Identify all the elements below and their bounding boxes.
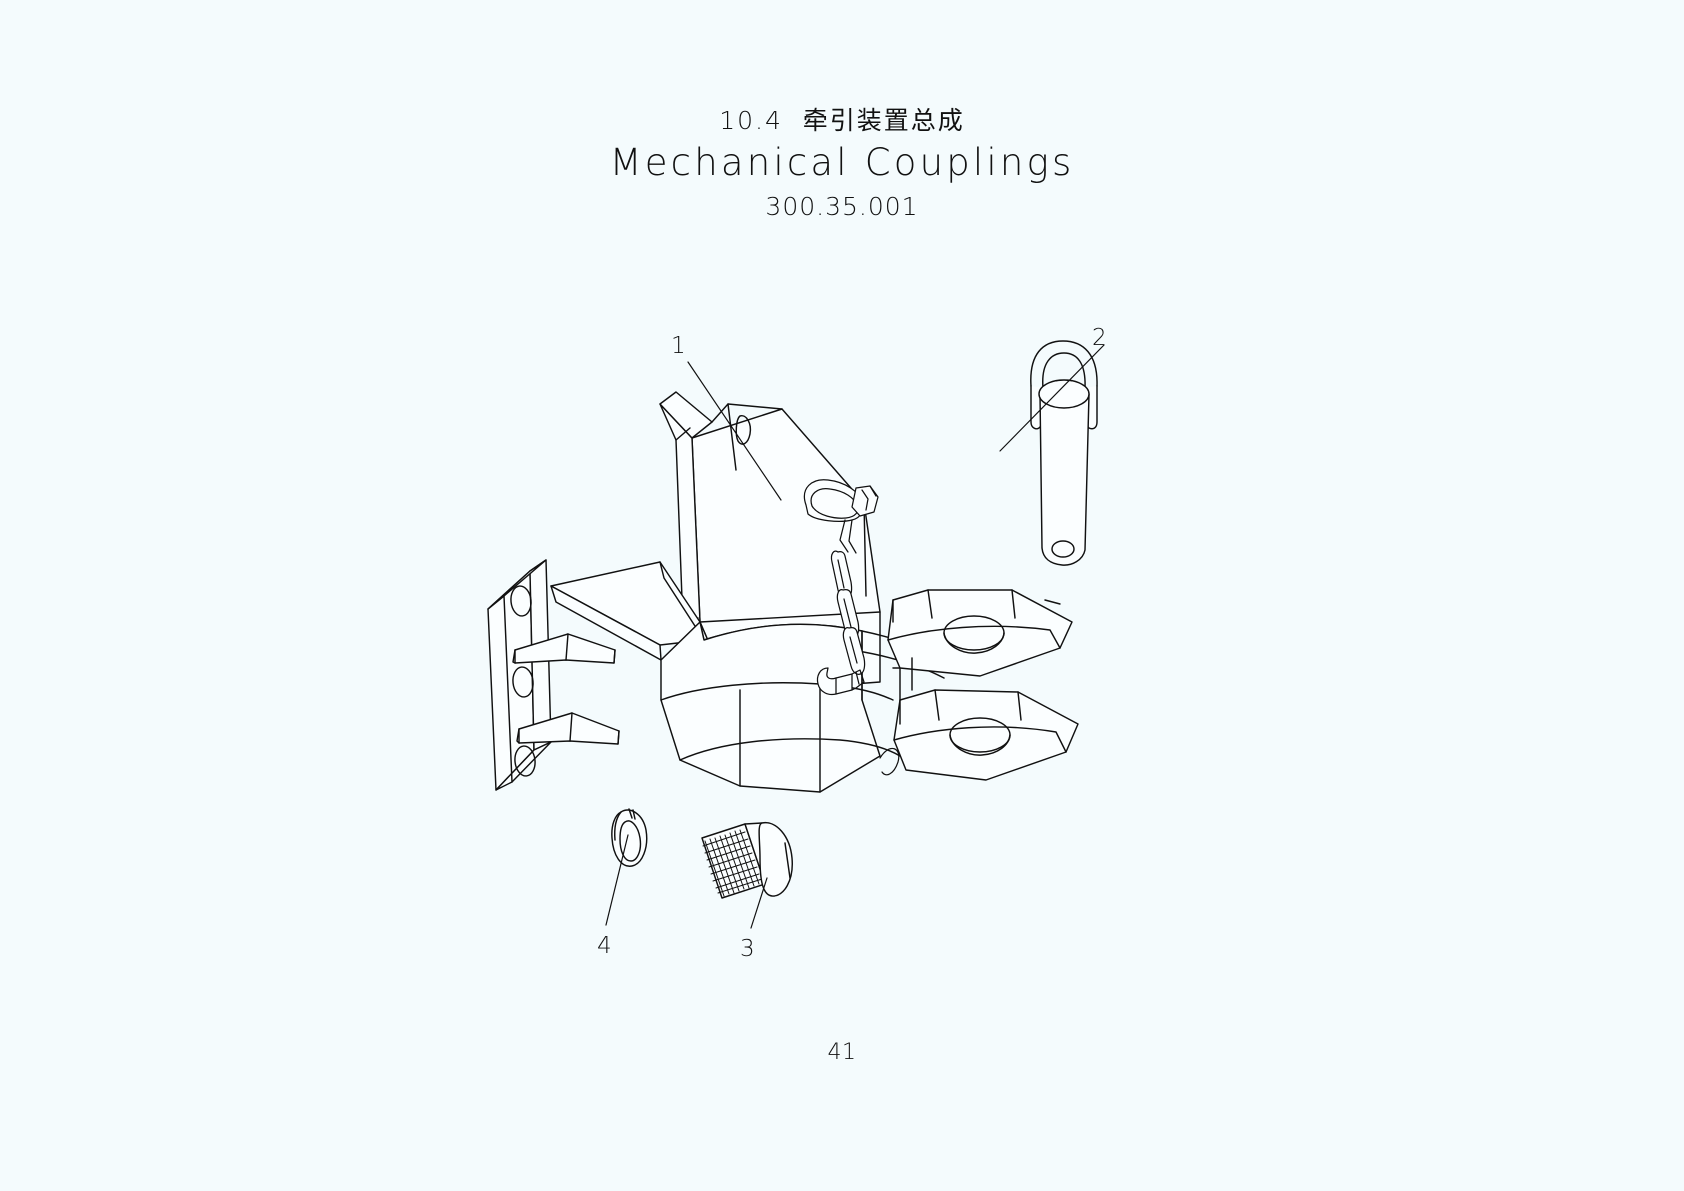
page-title: Mechanical Couplings — [609, 141, 1075, 185]
body-wire-detail — [879, 747, 900, 776]
gusset-rib-upper — [512, 633, 616, 664]
callout-number-2: 2 — [1092, 325, 1108, 351]
tongue-arm-lower — [893, 689, 1079, 781]
callout-number-1: 1 — [671, 333, 687, 359]
tongue-arm-upper — [887, 589, 1073, 677]
mounting-plate — [487, 559, 552, 791]
hitch-pin — [1030, 340, 1098, 566]
page-header: 10.4 牵引装置总成 Mechanical Couplings 300.35.… — [0, 106, 1684, 221]
page-number: 41 — [827, 1040, 857, 1065]
drawing-code: 300.35.001 — [765, 191, 919, 221]
drawbar-center-block — [660, 621, 901, 793]
retaining-chain — [803, 479, 879, 696]
callout-number-4: 4 — [597, 933, 613, 959]
arm-connector — [892, 657, 913, 701]
callout-number-3: 3 — [740, 936, 756, 962]
spring-lock-washer — [611, 808, 648, 867]
callout-leader-lines — [605, 344, 1105, 929]
drawbar-upright-plate — [659, 391, 881, 689]
gusset-rib-lower — [516, 712, 620, 745]
drawbar-neck-beam — [550, 561, 950, 679]
section-title-chinese: 10.4 牵引装置总成 — [719, 106, 965, 135]
hex-bolt — [701, 822, 793, 899]
